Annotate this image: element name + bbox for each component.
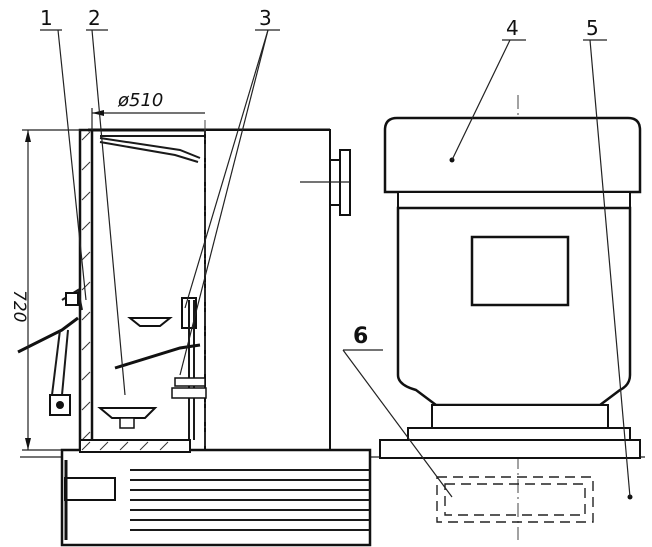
label-2: 2: [88, 6, 101, 30]
dashed-box-inner: [444, 483, 586, 516]
diameter-dimension: ø510: [117, 90, 163, 111]
label-5: 5: [586, 16, 599, 40]
lower-disc: [97, 407, 158, 419]
upper-disc: [127, 317, 173, 327]
lever-mechanism: [17, 288, 83, 416]
left-machine: 720 ø510: [9, 90, 372, 547]
left-wall: [78, 128, 94, 452]
right-machine: [379, 95, 642, 540]
dashed-box-outer: [436, 476, 594, 523]
label-4: 4: [506, 16, 519, 40]
motor-window: [470, 235, 570, 307]
label-6: 6: [353, 324, 368, 349]
height-dimension: 720: [9, 290, 29, 322]
cylinder-body: [204, 129, 331, 451]
lid: [99, 137, 201, 159]
label-1: 1: [40, 6, 53, 30]
label-3: 3: [259, 6, 272, 30]
motor-cap: [383, 116, 642, 194]
